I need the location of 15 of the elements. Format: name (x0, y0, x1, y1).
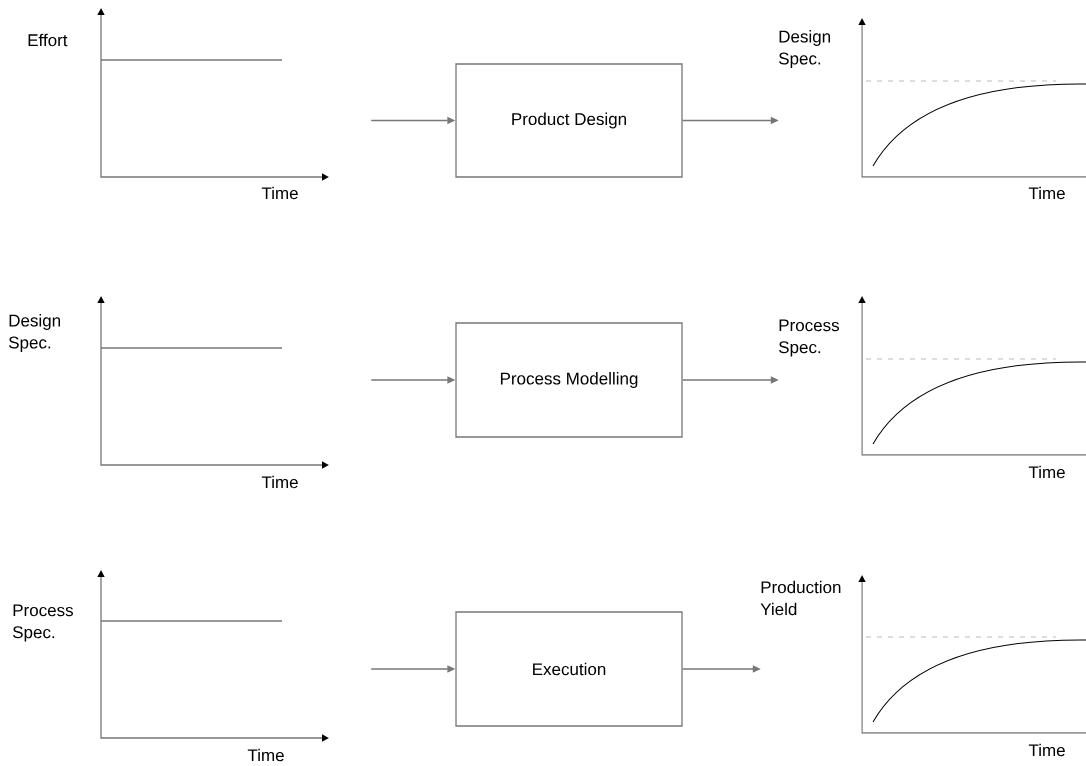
axis-label: Process Spec. (779, 319, 839, 357)
axis-label: Time (1028, 743, 1065, 757)
process-box: Execution (455, 611, 683, 727)
axis-label: Time (261, 475, 298, 489)
process-box: Product Design (455, 63, 683, 178)
process-box: Process Modelling (455, 322, 683, 438)
axis-label: Time (261, 186, 298, 200)
axis-label: Time (1028, 465, 1065, 479)
axis-label: Time (247, 748, 284, 762)
axis-label: Effort (28, 33, 68, 47)
axis-label: Design Spec. (779, 30, 830, 68)
axis-label: Time (1028, 186, 1065, 200)
axis-label: Process Spec. (12, 604, 73, 642)
axis-label: Design Spec. (8, 314, 60, 352)
axis-label: Production Yield (760, 580, 841, 616)
